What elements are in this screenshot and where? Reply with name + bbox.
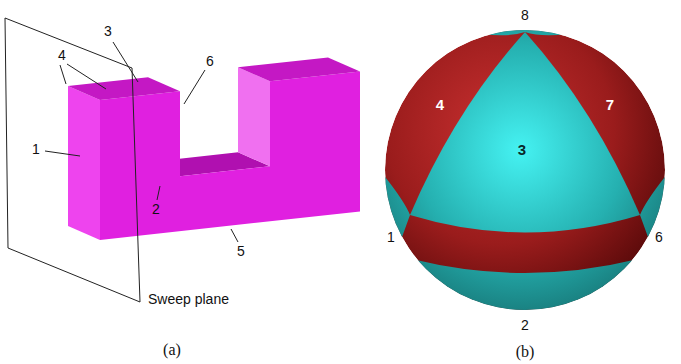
u-block xyxy=(68,57,360,240)
sphere xyxy=(378,10,672,320)
sweep-plane xyxy=(5,18,140,302)
face-number: 7 xyxy=(606,97,614,114)
face-number: 6 xyxy=(655,230,663,245)
leader-line xyxy=(60,65,66,84)
sphere-patch xyxy=(378,168,410,256)
face-number: 8 xyxy=(521,8,529,23)
plane-label: Sweep plane xyxy=(148,292,229,307)
leader-line xyxy=(113,42,138,82)
sphere-patch xyxy=(640,168,672,256)
leader-lines xyxy=(45,42,238,242)
top-face xyxy=(68,77,180,100)
front-face xyxy=(100,71,360,240)
leader-line xyxy=(67,64,106,89)
callout-number: 4 xyxy=(58,48,66,63)
face-number: 2 xyxy=(521,318,529,333)
leader-line xyxy=(45,151,80,156)
leader-line xyxy=(184,70,205,104)
panel-label: (a) xyxy=(163,341,181,359)
panel-label: (b) xyxy=(516,343,535,361)
leader-line xyxy=(157,186,160,200)
callout-number: 6 xyxy=(206,54,214,69)
callout-number: 2 xyxy=(152,202,160,217)
callout-number: 3 xyxy=(104,24,112,39)
face-number: 4 xyxy=(436,97,444,114)
sphere-patch xyxy=(380,250,670,320)
face-number: 1 xyxy=(387,230,395,245)
inner-face xyxy=(238,67,270,166)
top-face xyxy=(238,57,360,81)
left-face xyxy=(68,86,100,240)
callout-number: 1 xyxy=(32,142,40,157)
callout-number: 5 xyxy=(237,244,245,259)
sphere-patch xyxy=(410,32,640,233)
face-number: 3 xyxy=(518,142,526,159)
leader-line xyxy=(231,229,238,242)
